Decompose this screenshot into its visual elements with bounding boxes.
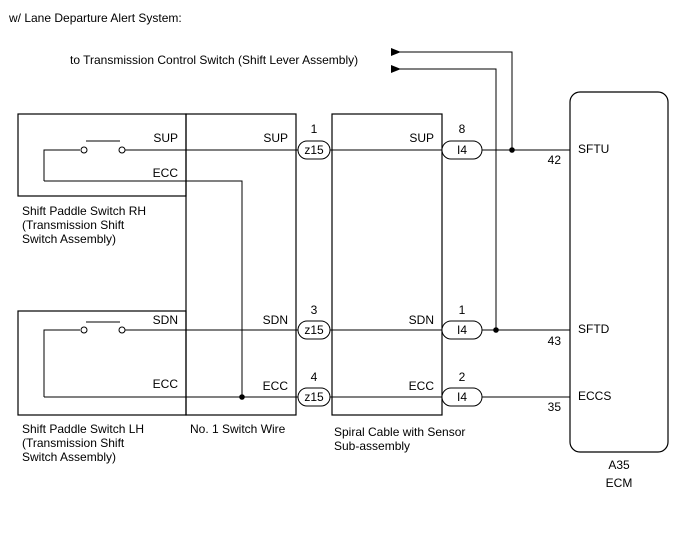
ecm-pin-number: 43 bbox=[548, 334, 562, 348]
transmission-note: to Transmission Control Switch (Shift Le… bbox=[70, 53, 358, 67]
terminal-label: ECC bbox=[153, 166, 179, 180]
terminal-label: SDN bbox=[263, 313, 288, 327]
spiral-label-line: Sub-assembly bbox=[334, 439, 410, 453]
ecm-pin-eccs: ECCS bbox=[578, 389, 611, 403]
rh-label-line: Shift Paddle Switch RH bbox=[22, 204, 146, 218]
terminal-label: SUP bbox=[153, 131, 178, 145]
lh-label-line: Shift Paddle Switch LH bbox=[22, 422, 144, 436]
switch-contact bbox=[118, 146, 126, 154]
svg-text:z15: z15 bbox=[304, 390, 324, 404]
svg-text:z15: z15 bbox=[304, 143, 324, 157]
diagram-title: w/ Lane Departure Alert System: bbox=[8, 11, 182, 25]
spiral-label-line: Spiral Cable with Sensor bbox=[334, 425, 465, 439]
pin-number: 4 bbox=[311, 370, 318, 384]
junction-dot bbox=[493, 327, 499, 333]
terminal-label: ECC bbox=[263, 379, 289, 393]
ecm-pin-number: 35 bbox=[548, 400, 562, 414]
lh-label-line: (Transmission Shift bbox=[22, 436, 125, 450]
terminal-label: SUP bbox=[409, 131, 434, 145]
ecm-label: ECM bbox=[606, 476, 633, 490]
pin-number: 2 bbox=[459, 370, 466, 384]
switch-wire-box bbox=[185, 113, 297, 416]
switch-contact bbox=[80, 326, 88, 334]
svg-text:I4: I4 bbox=[457, 323, 467, 337]
arrow-line-lower bbox=[391, 65, 497, 330]
pin-number: 8 bbox=[459, 122, 466, 136]
rh-label-line: (Transmission Shift bbox=[22, 218, 125, 232]
pin-number: 1 bbox=[311, 122, 318, 136]
ecm-pin-sftu: SFTU bbox=[578, 142, 609, 156]
ecm-box bbox=[569, 91, 669, 453]
switch-contact bbox=[80, 146, 88, 154]
terminal-label: SDN bbox=[153, 313, 178, 327]
connector-i4 bbox=[441, 140, 483, 160]
switch-wire-label: No. 1 Switch Wire bbox=[190, 422, 286, 436]
rh-label-line: Switch Assembly) bbox=[22, 232, 116, 246]
pin-number: 3 bbox=[311, 303, 318, 317]
svg-text:z15: z15 bbox=[304, 323, 324, 337]
svg-text:I4: I4 bbox=[457, 143, 467, 157]
svg-text:I4: I4 bbox=[457, 390, 467, 404]
ecm-pin-number: 42 bbox=[548, 153, 562, 167]
switch-contact bbox=[118, 326, 126, 334]
pin-number: 1 bbox=[459, 303, 466, 317]
ecm-code: A35 bbox=[608, 458, 630, 472]
terminal-label: SUP bbox=[263, 131, 288, 145]
terminal-label: ECC bbox=[153, 377, 179, 391]
spiral-cable-box bbox=[331, 113, 443, 416]
connector-z15 bbox=[297, 387, 331, 407]
lh-label-line: Switch Assembly) bbox=[22, 450, 116, 464]
connector-z15 bbox=[297, 320, 331, 340]
ecm-pin-sftd: SFTD bbox=[578, 322, 610, 336]
arrow-line-upper bbox=[391, 48, 513, 148]
terminal-label: ECC bbox=[409, 379, 435, 393]
connector-i4 bbox=[441, 320, 483, 340]
junction-dot bbox=[509, 147, 515, 153]
terminal-label: SDN bbox=[409, 313, 434, 327]
junction-dot bbox=[239, 394, 245, 400]
connector-z15 bbox=[297, 140, 331, 160]
connector-i4 bbox=[441, 387, 483, 407]
shift-paddle-switch-rh-box bbox=[17, 113, 187, 197]
wire-ecc-rh bbox=[44, 180, 243, 397]
